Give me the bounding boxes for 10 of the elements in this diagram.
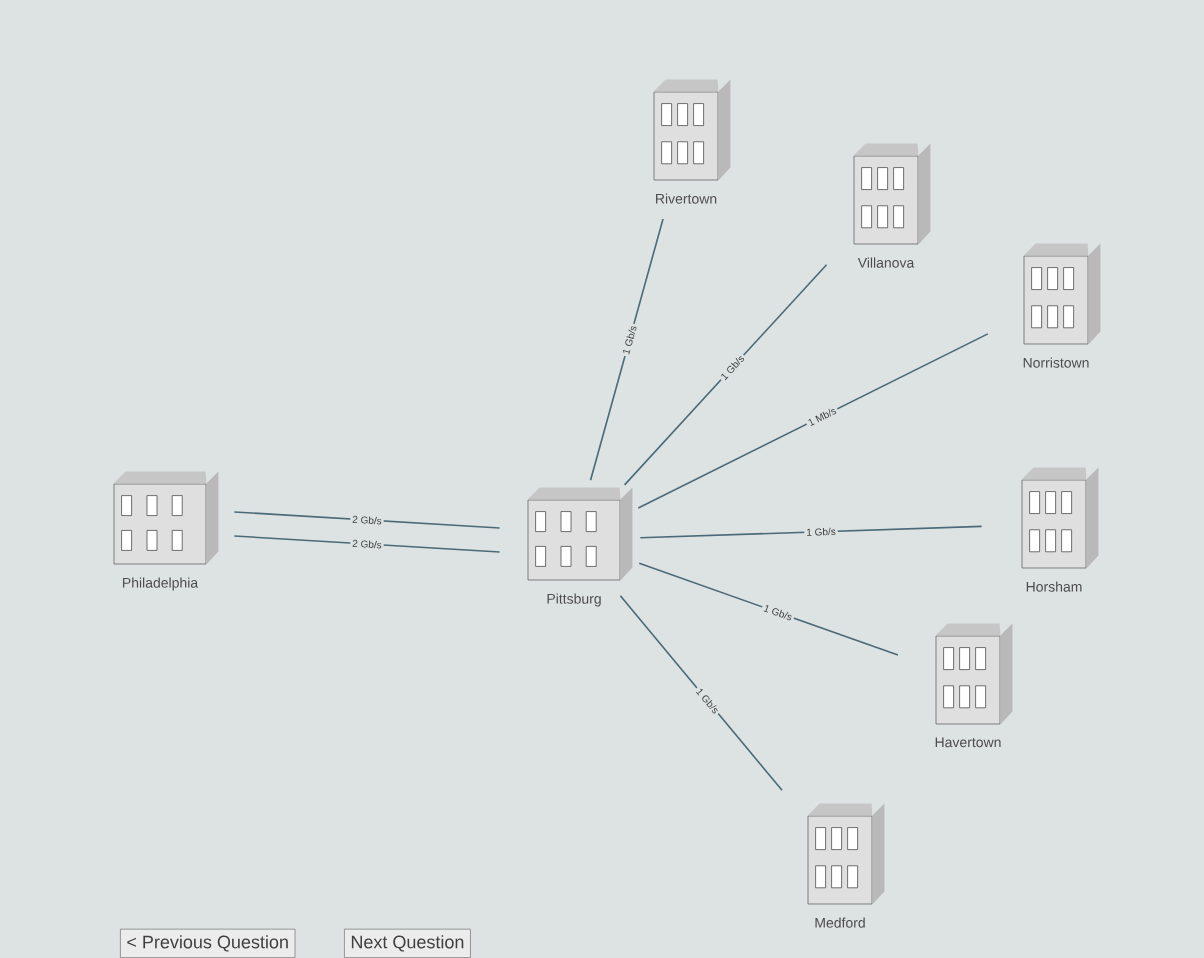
connection-line xyxy=(233,511,501,529)
connection-line xyxy=(233,535,501,553)
connection-line xyxy=(589,218,664,482)
connection-line xyxy=(619,594,783,792)
connection-line xyxy=(623,263,828,486)
connection-line xyxy=(637,333,989,509)
nav-button: < Previous Question xyxy=(120,928,296,958)
connection-line xyxy=(639,525,983,539)
connection-line xyxy=(638,562,899,656)
nav-button: Next Question xyxy=(344,928,471,958)
